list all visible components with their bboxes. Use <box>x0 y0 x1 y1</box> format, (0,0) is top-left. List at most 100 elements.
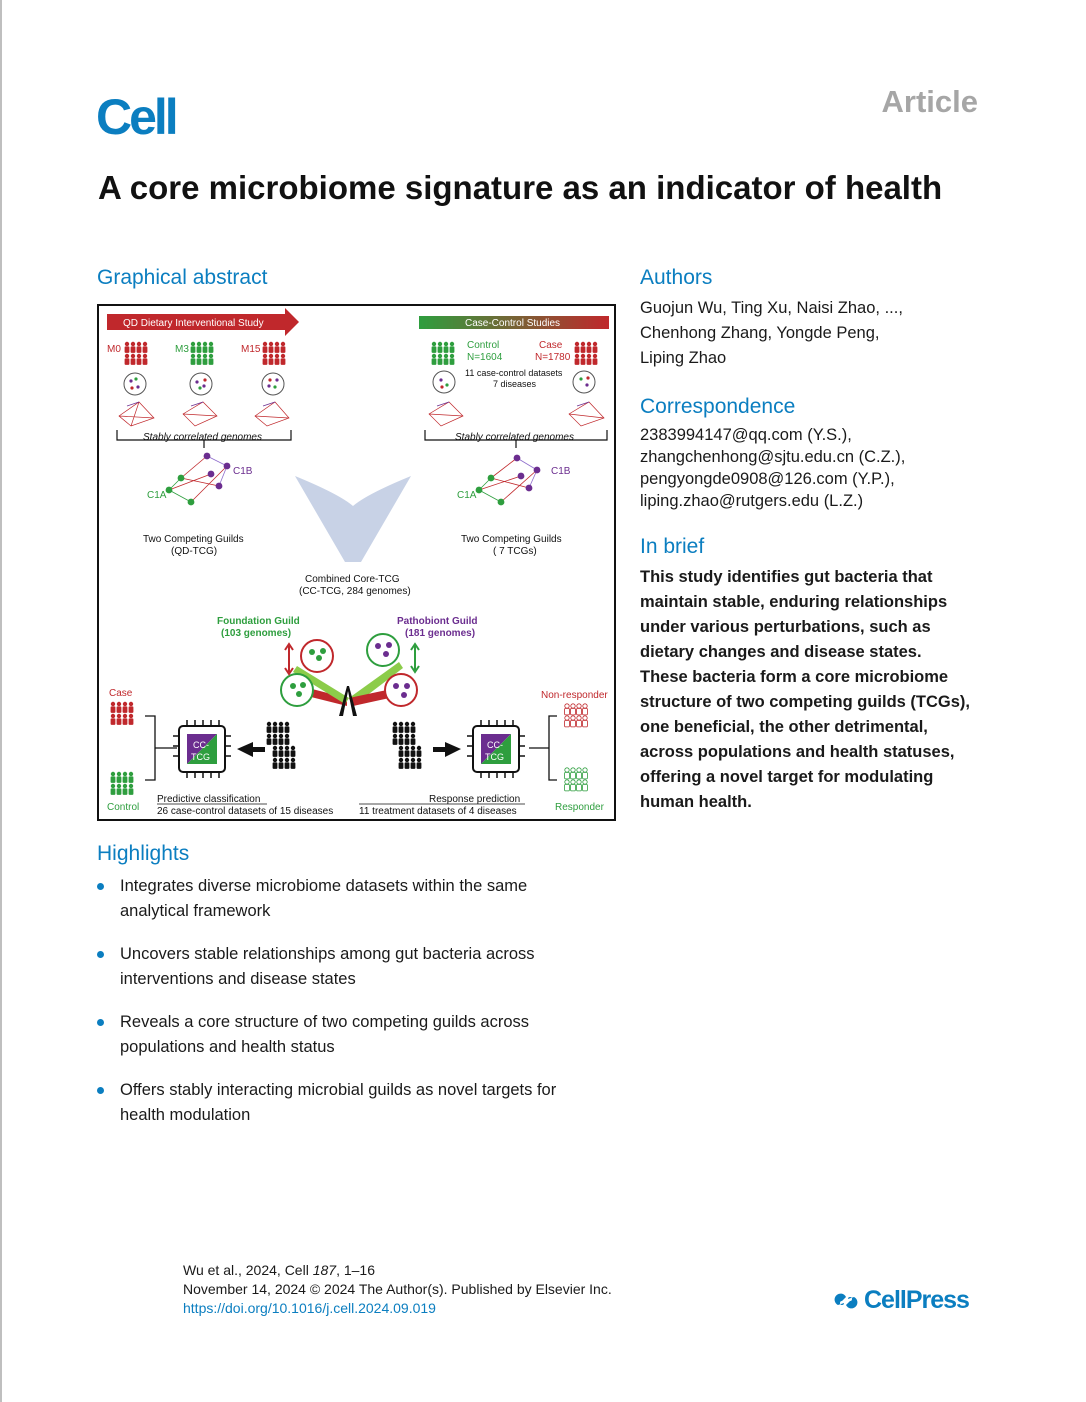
bullet-icon <box>97 1087 104 1094</box>
non-responder-people-icon <box>565 704 588 727</box>
foundation-guild-count: (103 genomes) <box>221 628 291 639</box>
left-branch-arrows <box>145 715 177 781</box>
in-brief-line: across populations and health statuses, <box>640 743 955 761</box>
doi-link[interactable]: https://doi.org/10.1016/j.cell.2024.09.0… <box>183 1300 436 1316</box>
right-chip-label-1: CC- <box>487 740 503 750</box>
stably-correlated-right: Stably correlated genomes <box>455 432 574 443</box>
correspondence-email[interactable]: pengyongde0908@126.com (Y.P.), <box>640 470 895 488</box>
guilds-left-line-2: (QD-TCG) <box>171 546 217 557</box>
author-line: Liping Zhao <box>640 349 727 367</box>
article-type-label: Article <box>881 84 978 119</box>
author-line: Guojun Wu, Ting Xu, Naisi Zhao, ..., <box>640 299 903 317</box>
highlight-line: Reveals a core structure of two competin… <box>120 1013 530 1031</box>
people-m3-icon <box>191 342 214 365</box>
combined-line-1: Combined Core-TCG <box>305 574 400 585</box>
case-label: Case <box>539 340 563 351</box>
guild-seesaw-icon <box>280 633 420 716</box>
timepoint-m3: M3 <box>175 344 189 355</box>
case-people-icon <box>575 342 598 365</box>
people-m15-icon <box>263 342 286 365</box>
merge-chevron-arrow <box>295 476 411 562</box>
predictive-classification-label: Predictive classification <box>157 794 260 805</box>
cellpress-wordmark: CellPress <box>864 1286 970 1314</box>
left-chip-label-2: TCG <box>191 752 210 762</box>
people-m0-icon <box>125 342 148 365</box>
small-network-icons <box>118 401 605 427</box>
bullet-icon <box>97 951 104 958</box>
pathobiont-guild-count: (181 genomes) <box>405 628 475 639</box>
microbiome-dish-icons <box>123 370 596 396</box>
highlights-heading: Highlights <box>97 842 190 865</box>
in-brief-heading: In brief <box>640 535 705 558</box>
left-guild-network <box>165 452 231 506</box>
timepoint-m15: M15 <box>241 344 261 355</box>
right-guild-network <box>475 454 541 506</box>
control-outcome-people-icon <box>111 772 134 795</box>
responder-people-icon <box>565 768 588 791</box>
in-brief-line: under various perturbations, such as <box>640 618 931 636</box>
non-responder-label: Non-responder <box>541 690 608 701</box>
in-brief-line: These bacteria form a core microbiome <box>640 668 949 686</box>
input-people-left-icon <box>267 722 290 745</box>
authors-list: Guojun Wu, Ting Xu, Naisi Zhao, ..., Che… <box>640 296 903 371</box>
left-cc-tcg-chip-icon <box>173 720 231 778</box>
qd-banner-arrow <box>107 308 299 336</box>
qd-banner-label: QD Dietary Interventional Study <box>123 318 264 329</box>
guilds-right-line-1: Two Competing Guilds <box>461 534 562 545</box>
in-brief-line: offering a novel target for modulating <box>640 768 934 786</box>
correspondence-email[interactable]: liping.zhao@rutgers.edu (L.Z.) <box>640 492 864 510</box>
in-brief-line: This study identifies gut bacteria that <box>640 568 933 586</box>
highlight-line: populations and health status <box>120 1038 335 1056</box>
correspondence-list: 2383994147@qq.com (Y.S.), zhangchenhong@… <box>640 424 905 512</box>
correspondence-email[interactable]: zhangchenhong@sjtu.edu.cn (C.Z.), <box>640 448 906 466</box>
highlight-item: Integrates diverse microbiome datasets w… <box>97 874 627 924</box>
stably-correlated-left: Stably correlated genomes <box>143 432 262 443</box>
case-outcome-people-icon <box>111 702 134 725</box>
graphical-abstract-svg: QD Dietary Interventional Study Case-Con… <box>107 308 609 817</box>
highlight-line: Offers stably interacting microbial guil… <box>120 1081 557 1099</box>
cc-banner-label: Case-Control Studies <box>465 318 560 329</box>
timepoint-m0: M0 <box>107 344 121 355</box>
highlight-line: analytical framework <box>120 902 271 920</box>
page-edge-rule <box>0 0 2 1402</box>
c1a-right: C1A <box>457 490 477 501</box>
correspondence-email[interactable]: 2383994147@qq.com (Y.S.), <box>640 426 852 444</box>
highlight-line: Integrates diverse microbiome datasets w… <box>120 877 528 895</box>
left-chip-label-1: CC- <box>193 740 209 750</box>
correspondence-heading: Correspondence <box>640 395 796 418</box>
graphical-abstract-heading: Graphical abstract <box>97 266 268 289</box>
c1b-right: C1B <box>551 466 571 477</box>
in-brief-text: This study identifies gut bacteria that … <box>640 565 970 815</box>
guilds-right-line-2: ( 7 TCGs) <box>493 546 537 557</box>
control-people-icon <box>432 342 455 365</box>
highlight-line: interventions and disease states <box>120 970 356 988</box>
article-title: A core microbiome signature as an indica… <box>98 169 943 206</box>
citation-footer: Wu et al., 2024, Cell 187, 1–16 November… <box>183 1261 612 1318</box>
in-brief-line: structure of two competing guilds (TCGs)… <box>640 693 970 711</box>
cellpress-mark-icon <box>834 1293 858 1308</box>
right-branch-arrows <box>529 715 557 781</box>
bullet-icon <box>97 883 104 890</box>
highlight-line: health modulation <box>120 1106 251 1124</box>
combined-line-2: (CC-TCG, 284 genomes) <box>299 586 411 597</box>
c1b-left: C1B <box>233 466 253 477</box>
datasets-line-1: 11 case-control datasets <box>465 368 563 378</box>
citation-line: Wu et al., 2024, Cell 187, 1–16 <box>183 1262 375 1278</box>
response-prediction-label: Response prediction <box>429 794 520 805</box>
cc-banner <box>419 316 609 329</box>
in-brief-line: one beneficial, the other detrimental, <box>640 718 928 736</box>
highlights-list: Integrates diverse microbiome datasets w… <box>97 874 627 1146</box>
responder-label: Responder <box>555 802 605 813</box>
c1a-left: C1A <box>147 490 167 501</box>
predictive-datasets-label: 26 case-control datasets of 15 diseases <box>157 806 333 817</box>
input-arrow-right <box>433 742 461 757</box>
foundation-guild-label: Foundation Guild <box>217 616 300 627</box>
highlight-line: Uncovers stable relationships among gut … <box>120 945 535 963</box>
date-copyright-line: November 14, 2024 © 2024 The Author(s). … <box>183 1281 612 1297</box>
cellpress-logo: CellPress <box>832 1286 970 1315</box>
datasets-line-2: 7 diseases <box>493 379 537 389</box>
pathobiont-guild-label: Pathobiont Guild <box>397 616 478 627</box>
highlight-item: Offers stably interacting microbial guil… <box>97 1078 627 1128</box>
bullet-icon <box>97 1019 104 1026</box>
right-chip-label-2: TCG <box>485 752 504 762</box>
